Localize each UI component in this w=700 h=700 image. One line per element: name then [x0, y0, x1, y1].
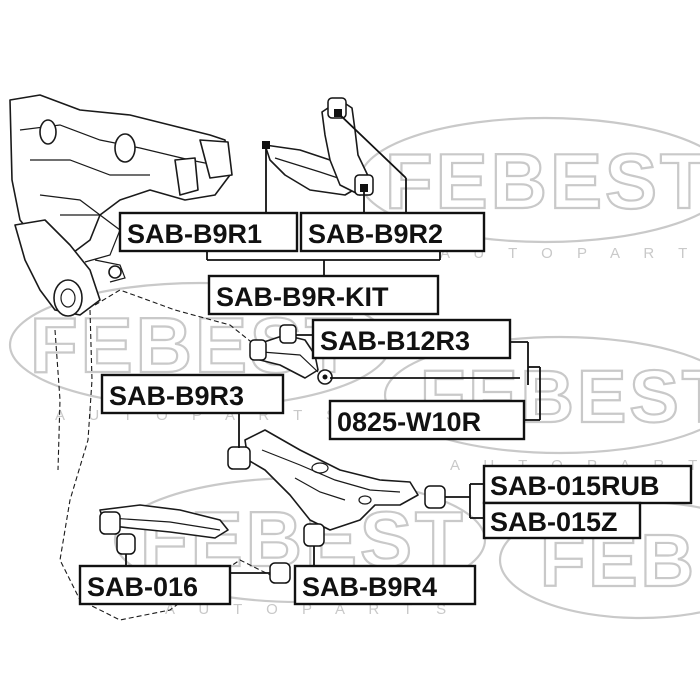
label-text-sab-b9r2: SAB-B9R2: [308, 219, 443, 249]
bushing-b9r3: [227, 446, 251, 470]
label-sab-b9r2: SAB-B9R2: [299, 211, 486, 253]
label-text-sab-b9r3: SAB-B9R3: [109, 381, 244, 411]
label-text-sab-b9r4: SAB-B9R4: [302, 572, 437, 602]
label-text-sab-b9r-kit: SAB-B9R-KIT: [216, 282, 389, 312]
watermark-brand: FEBEST: [385, 137, 700, 225]
label-sab-015rub: SAB-015RUB: [482, 464, 693, 505]
label-sab-b9r3: SAB-B9R3: [100, 373, 285, 415]
label-sab-b9r-kit: SAB-B9R-KIT: [207, 274, 440, 316]
label-text-sab-015z: SAB-015Z: [490, 507, 618, 537]
bushing-b12r3: [279, 324, 297, 344]
bushing-lateral-inner: [99, 511, 121, 535]
label-text-sab-016: SAB-016: [87, 572, 198, 602]
bushing-b9r4: [303, 523, 325, 547]
upper-arm-rear: [321, 97, 374, 196]
label-text-0825-w10r: 0825-W10R: [337, 407, 481, 437]
label-sab-016: SAB-016: [78, 564, 232, 606]
bushing-016-outer: [269, 562, 291, 584]
toe-link: [249, 324, 333, 385]
lateral-link: [99, 504, 291, 584]
watermark-top-right: FEBEST A U T O P A R T S: [358, 116, 700, 262]
label-sab-b9r4: SAB-B9R4: [293, 564, 477, 606]
label-text-sab-015rub: SAB-015RUB: [490, 471, 660, 501]
label-sab-b12r3: SAB-B12R3: [311, 318, 512, 360]
bushing-016: [116, 533, 136, 555]
label-0825-w10r: 0825-W10R: [328, 399, 526, 441]
label-sab-b9r1: SAB-B9R1: [118, 211, 299, 253]
label-text-sab-b9r1: SAB-B9R1: [127, 219, 262, 249]
watermark-tagline: A U T O P A R T S: [165, 601, 456, 618]
lower-control-arm: [227, 429, 446, 547]
bushing-toe-link-inner: [249, 339, 267, 361]
label-text-sab-b12r3: SAB-B12R3: [320, 326, 470, 356]
label-sab-015z: SAB-015Z: [482, 501, 642, 540]
bushing-015rub: [424, 485, 446, 509]
rear-subframe: [9, 94, 233, 317]
watermark-tagline: A U T O P A R T S: [440, 245, 700, 262]
